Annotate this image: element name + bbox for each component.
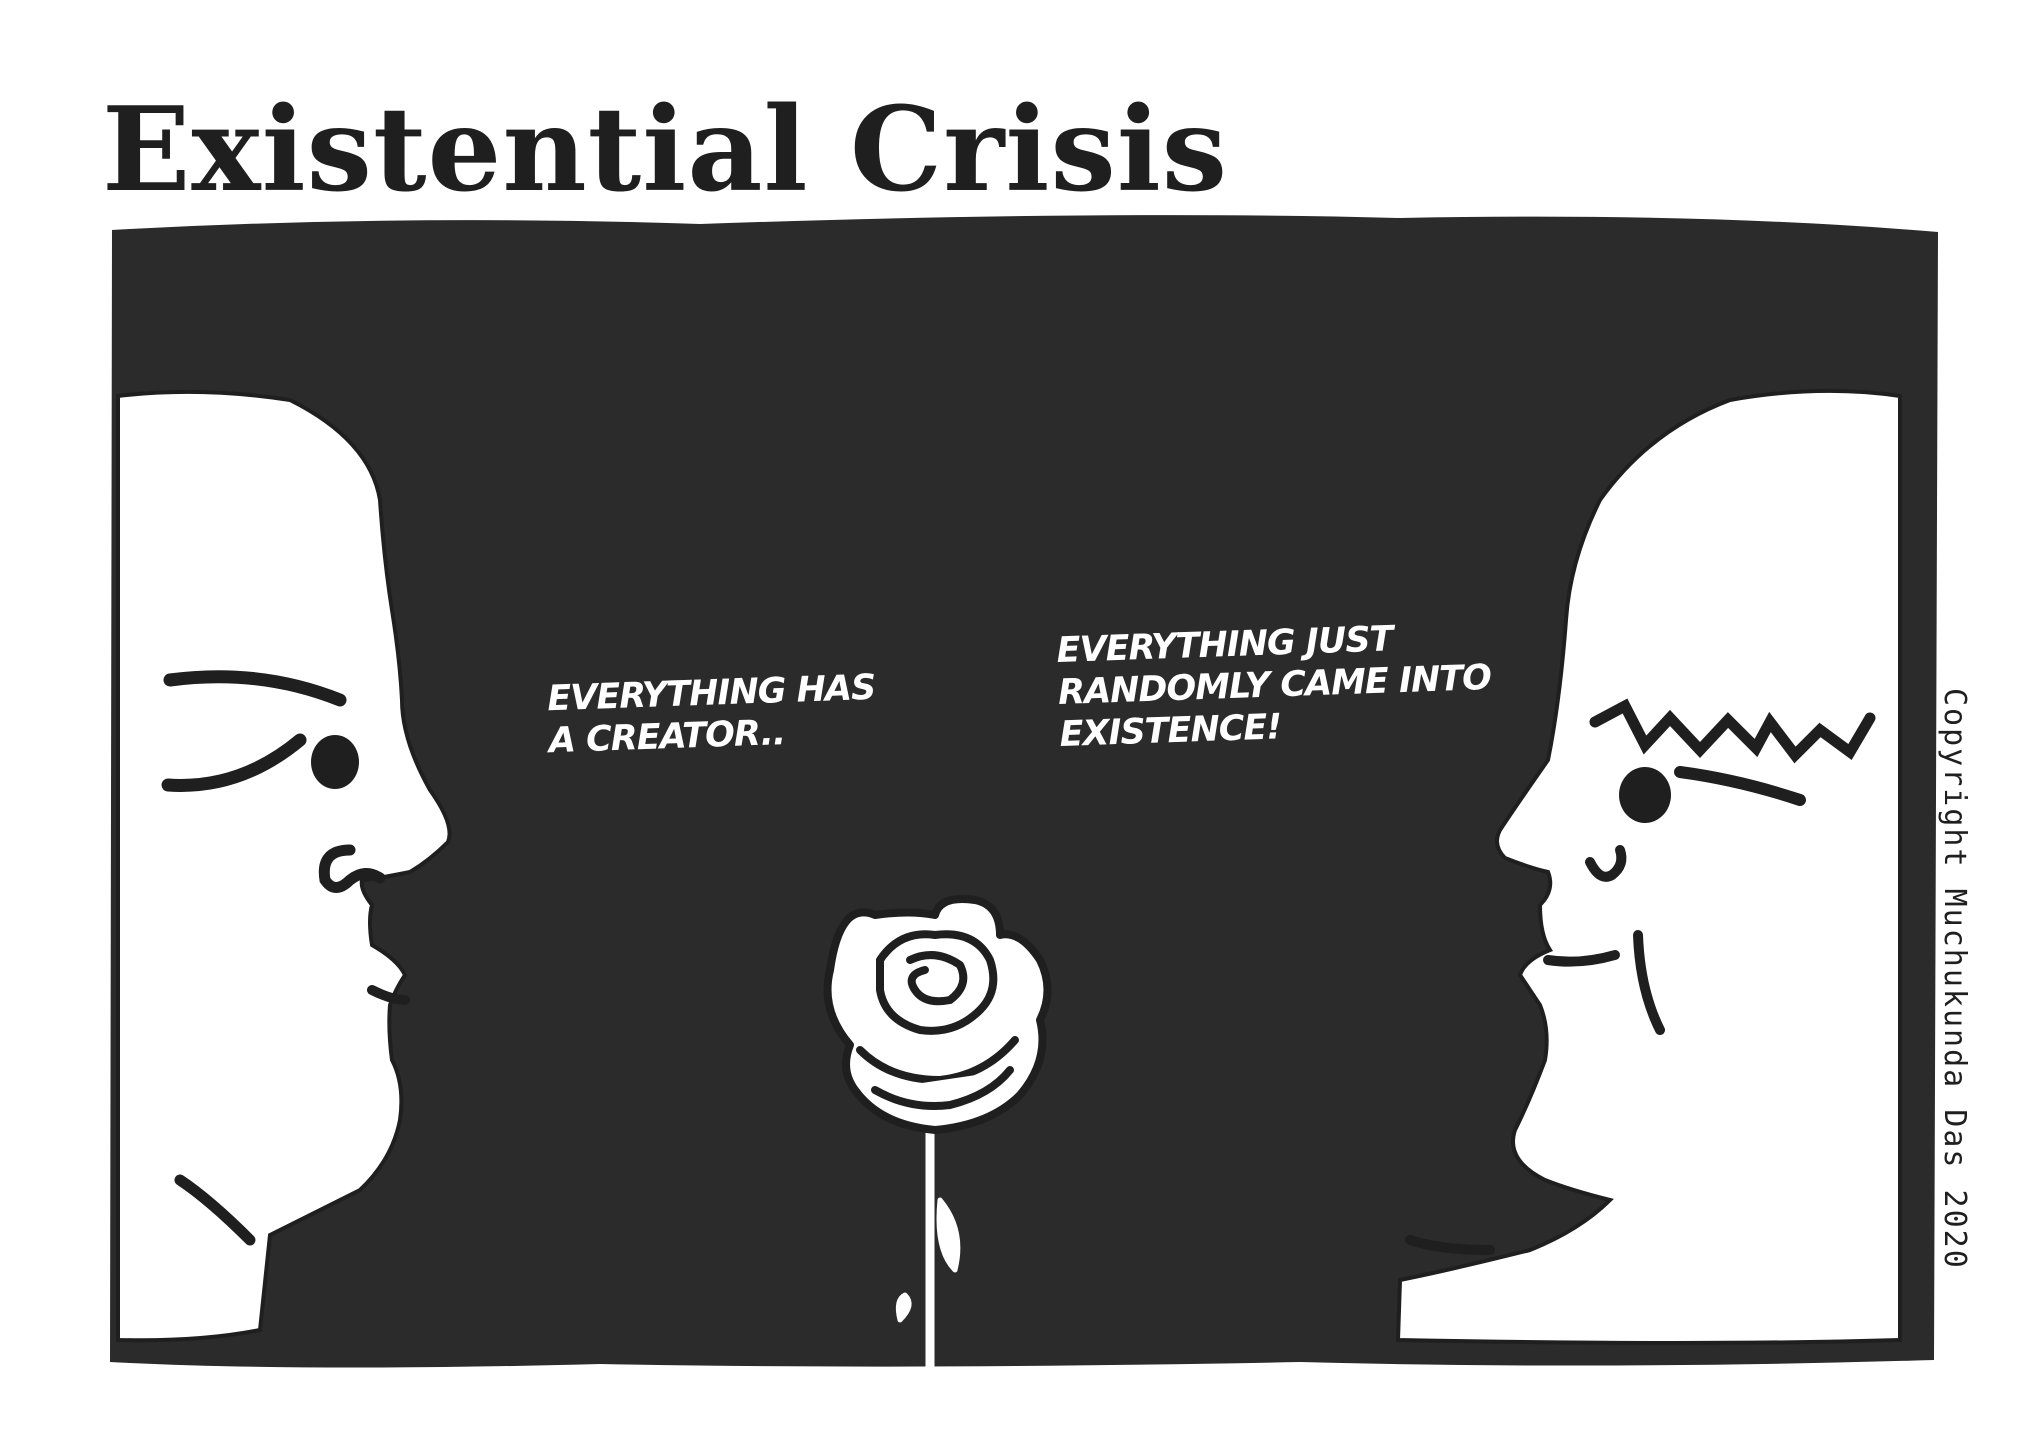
left-eyebrow — [163, 670, 347, 707]
rose-illustration — [823, 895, 1052, 1377]
right-face — [1395, 388, 1902, 1345]
right-eyebrow — [1674, 766, 1806, 806]
left-face — [116, 389, 452, 1343]
left-mouth — [367, 985, 410, 1005]
right-eye — [1619, 767, 1671, 823]
right-nose — [1585, 845, 1627, 882]
left-nose — [318, 844, 386, 893]
right-chin-line — [1405, 1235, 1495, 1255]
panel-background — [110, 215, 1938, 1368]
right-speech-text: Everything just randomly came into exist… — [1055, 619, 1492, 755]
comic-title: Existential Crisis — [102, 82, 1229, 218]
right-cheek-line — [1633, 930, 1665, 1035]
copyright-text: Copyright Muchukunda Das 2020 — [1937, 688, 1972, 1270]
right-mouth — [1543, 950, 1620, 967]
left-speech-text: Everything has a creator.. — [546, 667, 876, 762]
left-chin-line — [174, 1174, 256, 1246]
left-eye — [311, 735, 359, 789]
right-hair-line — [1589, 698, 1876, 764]
left-eyebrow-lower — [161, 733, 307, 792]
